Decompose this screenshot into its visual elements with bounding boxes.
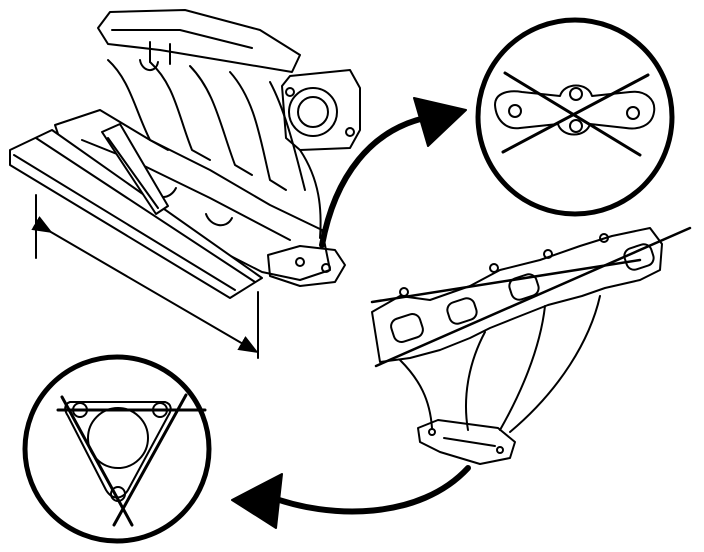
length-dimension-line [31, 194, 259, 359]
arrow-to-gasket-detail [319, 97, 467, 248]
exhaust-straightedges [370, 226, 692, 368]
feeler-gauge [101, 123, 169, 215]
gasket-detail-rejected [475, 17, 675, 217]
flange-detail-check [22, 354, 212, 544]
exhaust-manifold [371, 227, 663, 465]
arrow-to-flange-detail [231, 465, 471, 529]
